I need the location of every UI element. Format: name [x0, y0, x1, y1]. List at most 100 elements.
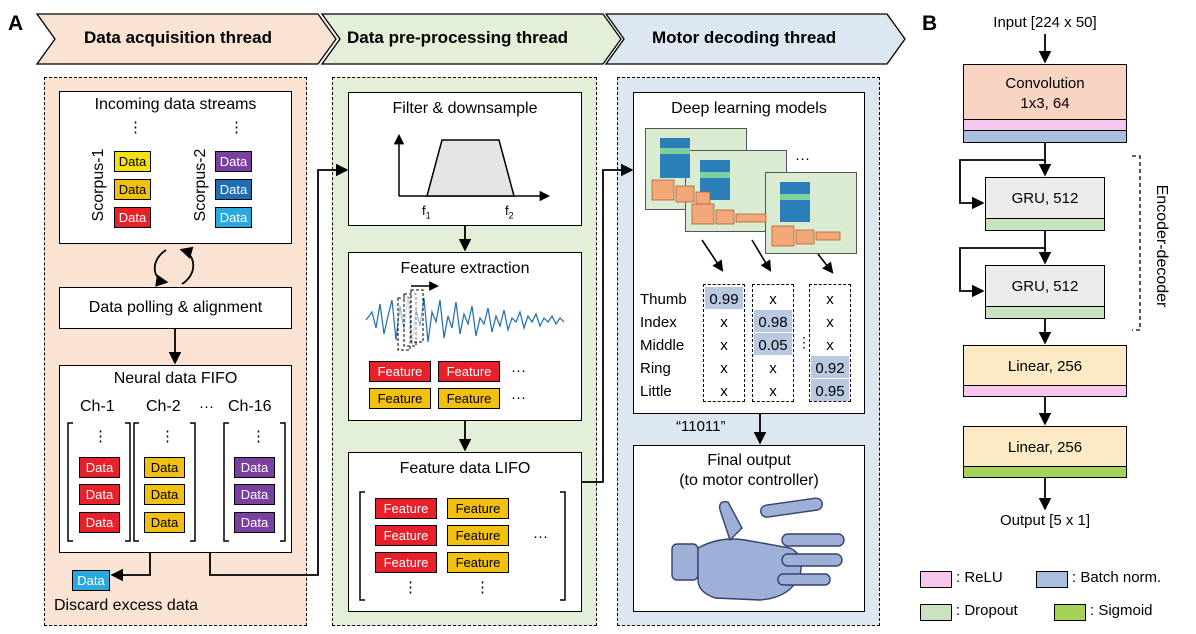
data-chip: Data — [234, 512, 275, 533]
encoder-decoder-label: Encoder-decoder — [1153, 184, 1170, 308]
convolution-block: Convolution 1x3, 64 — [963, 64, 1127, 143]
relu-layer — [964, 385, 1126, 396]
finger-label: Little — [640, 383, 672, 400]
data-chip: Data — [144, 457, 185, 478]
feature-chip: Feature — [375, 525, 437, 546]
output-value: x — [826, 291, 834, 308]
channel-16-label: Ch-16 — [228, 398, 272, 415]
output-label: Output [5 x 1] — [999, 512, 1091, 529]
output-value: 0.92 — [815, 360, 845, 377]
vdots: ⋮ — [475, 579, 490, 596]
scorpus-1-label: Scorpus-1 — [90, 148, 107, 222]
lifo-title: Feature data LIFO — [399, 460, 531, 477]
data-chip: Data — [234, 484, 275, 505]
finger-label: Thumb — [640, 291, 687, 308]
output-value: x — [826, 337, 834, 354]
deep-learning-title: Deep learning models — [671, 100, 827, 117]
vdots: ⋮ — [229, 119, 244, 136]
data-chip: Data — [79, 457, 120, 478]
binary-code: “11011” — [676, 418, 726, 435]
batchnorm-legend-label: : Batch norm. — [1072, 569, 1162, 586]
data-chip: Data — [79, 484, 120, 505]
dropout-legend-swatch — [920, 604, 952, 621]
output-value: x — [769, 360, 777, 377]
channel-ellipsis: ··· — [199, 398, 214, 415]
output-value: x — [826, 314, 834, 331]
data-chip: Data — [144, 484, 185, 505]
output-value: x — [720, 383, 728, 400]
feature-chip: Feature — [375, 498, 437, 519]
filter-title: Filter & downsample — [392, 100, 538, 117]
data-chip: Data — [215, 179, 252, 200]
data-chip: Data — [114, 207, 151, 228]
ellipsis: ··· — [533, 528, 548, 545]
output-value: x — [769, 291, 777, 308]
channel-2-label: Ch-2 — [146, 398, 181, 415]
final-output-box — [633, 445, 865, 612]
relu-layer — [964, 119, 1126, 131]
feature-chip: Feature — [369, 361, 431, 382]
gru-block-1: GRU, 512 — [985, 177, 1105, 231]
thread-title-motor: Motor decoding thread — [652, 28, 837, 47]
data-chip: Data — [215, 151, 252, 172]
scorpus-2-label: Scorpus-2 — [192, 148, 209, 222]
polling-label: Data polling & alignment — [88, 299, 263, 316]
output-values-2: x 0.98 0.05 x x — [752, 288, 794, 403]
gru-label: GRU, 512 — [1011, 190, 1079, 207]
feature-chip: Feature — [438, 388, 500, 409]
feature-chip: Feature — [447, 525, 509, 546]
vdots: ⋮ — [403, 579, 418, 596]
vdots: ⋮ — [128, 119, 143, 136]
data-chip: Data — [79, 512, 120, 533]
thread-title-acquisition: Data acquisition thread — [84, 28, 272, 47]
output-column-2 — [752, 284, 794, 402]
channel-1-label: Ch-1 — [80, 398, 115, 415]
output-value: 0.05 — [758, 337, 788, 354]
output-value: x — [720, 360, 728, 377]
batchnorm-layer — [964, 130, 1126, 142]
sigmoid-legend-label: : Sigmoid — [1090, 602, 1153, 619]
finger-labels: Thumb Index Middle Ring Little — [640, 288, 687, 403]
feature-chip: Feature — [438, 361, 500, 382]
f2-label: f2 — [505, 203, 514, 221]
highlight — [811, 379, 849, 401]
panel-a-letter: A — [8, 12, 24, 35]
highlight — [754, 310, 792, 332]
output-value: x — [720, 314, 728, 331]
finger-label: Middle — [640, 337, 685, 354]
models-ellipsis: ··· — [795, 150, 810, 167]
sigmoid-layer — [964, 466, 1126, 477]
data-chip: Data — [234, 457, 275, 478]
model-thumbnail — [765, 172, 857, 254]
linear-label: Linear, 256 — [1007, 358, 1083, 375]
final-output-title: Final output — [707, 452, 791, 469]
gru-block-2: GRU, 512 — [985, 265, 1105, 319]
batchnorm-legend-swatch — [1036, 571, 1068, 588]
feature-chip: Feature — [447, 498, 509, 519]
ellipsis: ··· — [511, 362, 526, 379]
linear-label: Linear, 256 — [1007, 439, 1083, 456]
dropout-legend-label: : Dropout — [956, 602, 1018, 619]
fifo-title: Neural data FIFO — [113, 370, 238, 387]
linear-block-1: Linear, 256 — [963, 345, 1127, 397]
data-chip: Data — [144, 512, 185, 533]
finger-label: Index — [640, 314, 677, 331]
linear-block-2: Linear, 256 — [963, 426, 1127, 478]
output-column-1 — [703, 284, 745, 402]
input-label: Input [224 x 50] — [993, 14, 1097, 31]
output-value: x — [769, 383, 777, 400]
feature-chip: Feature — [369, 388, 431, 409]
gru-label: GRU, 512 — [1011, 278, 1079, 295]
dropout-layer — [986, 218, 1104, 230]
convolution-label: Convolution — [1005, 75, 1085, 92]
finger-label: Ring — [640, 360, 671, 377]
feature-chip: Feature — [375, 552, 437, 573]
final-output-subtitle: (to motor controller) — [679, 472, 819, 489]
highlight — [705, 287, 743, 309]
highlight — [754, 333, 792, 355]
feature-chip: Feature — [447, 552, 509, 573]
discarded-data-chip: Data — [72, 570, 110, 591]
output-values-1: 0.99 x x x x — [703, 288, 745, 403]
output-value: 0.98 — [758, 314, 788, 331]
